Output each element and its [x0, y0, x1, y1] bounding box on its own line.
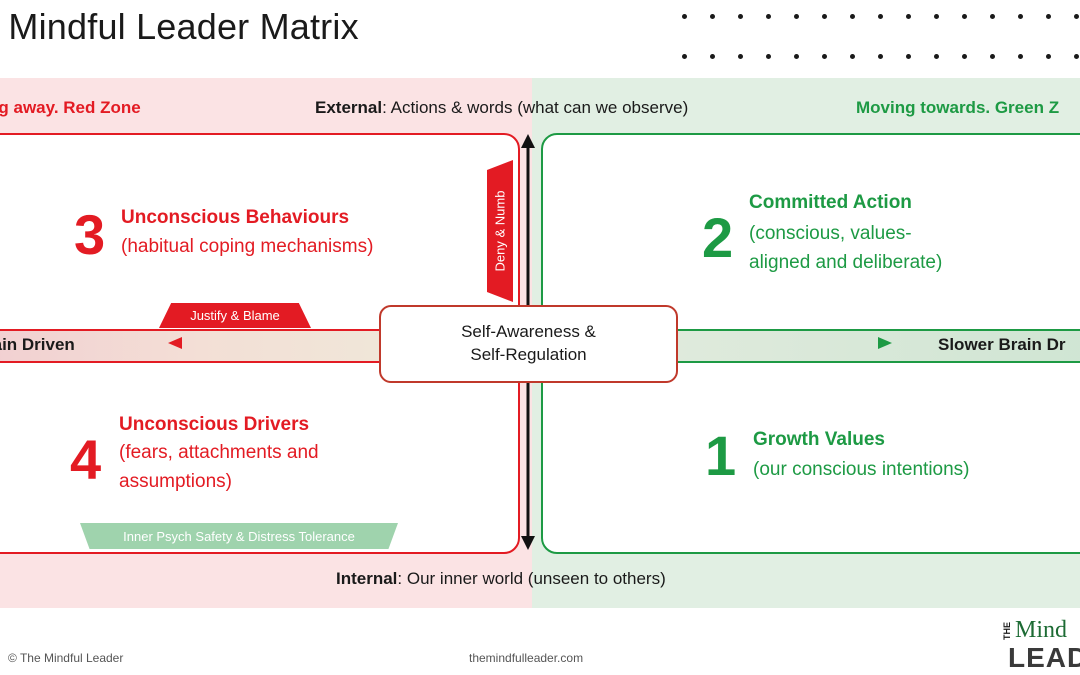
internal-axis-bold: Internal [336, 569, 398, 588]
justify-blame-tag: Justify & Blame [159, 303, 311, 328]
footer-copyright: © The Mindful Leader [8, 651, 124, 665]
quadrant-4-sub-line: (fears, attachments and [119, 442, 319, 463]
deny-numb-text: Deny & Numb [492, 190, 508, 272]
quadrant-1-sub-line: (our conscious intentions) [753, 459, 970, 480]
footer-site: themindfulleader.com [469, 651, 584, 665]
self-awareness-box: Self-Awareness & Self-Regulation [379, 305, 678, 383]
quadrant-4-number: 4 [70, 428, 102, 491]
red-zone-label: ng away. Red Zone [0, 98, 141, 117]
quadrant-2-sub: (conscious, values-aligned and deliberat… [749, 220, 942, 278]
quadrant-3-number: 3 [74, 203, 106, 266]
brand-logo: THE Mind LEAD [1002, 617, 1080, 675]
green-zone-label: Moving towards. Green Z [856, 98, 1060, 117]
left-arrow-icon [168, 337, 380, 349]
center-line-1: Self-Awareness & [461, 322, 596, 342]
right-drive-label: Slower Brain Dr [938, 335, 1066, 354]
deny-numb-tag: Deny & Numb [487, 160, 513, 302]
quadrant-4-sub-line: assumptions) [119, 470, 232, 492]
internal-axis-label: Internal: Our inner world (unseen to oth… [336, 569, 666, 589]
internal-axis-text: : Our inner world (unseen to others) [397, 569, 666, 588]
quadrant-2-sub-line: (conscious, values- [749, 223, 912, 244]
left-drive-label: rain Driven [0, 335, 75, 354]
logo-the: THE [1002, 622, 1012, 640]
dot-grid-decoration [680, 12, 1080, 64]
logo-bottom: LEAD [1008, 642, 1080, 673]
quadrant-4-heading: Unconscious Drivers [119, 414, 310, 435]
inner-safety-tag: Inner Psych Safety & Distress Tolerance [80, 523, 398, 549]
quadrant-2-sub-line: aligned and deliberate) [749, 251, 943, 273]
quadrant-3-sub: (habitual coping mechanisms) [121, 233, 373, 262]
quadrant-1-heading: Growth Values [753, 429, 885, 450]
quadrant-2-heading: Committed Action [749, 192, 912, 213]
fast-brain-bar [0, 329, 380, 363]
quadrant-1-number: 1 [705, 424, 737, 487]
quadrant-3-heading: Unconscious Behaviours [121, 207, 350, 228]
external-axis-bold: External [315, 98, 383, 117]
center-line-2: Self-Regulation [470, 345, 587, 364]
external-axis-label: External: Actions & words (what can we o… [315, 98, 688, 118]
external-axis-text: : Actions & words (what can we observe) [382, 98, 689, 117]
quadrant-4-sub: (fears, attachments and assumptions) [119, 439, 319, 497]
logo-top: Mind [1015, 617, 1068, 643]
quadrant-2-number: 2 [702, 206, 734, 269]
quadrant-3-sub-line: (habitual coping mechanisms) [121, 236, 374, 257]
page-title: e Mindful Leader Matrix [0, 6, 359, 47]
quadrant-1-sub: (our conscious intentions) [753, 456, 970, 485]
right-arrow-icon [676, 337, 892, 349]
